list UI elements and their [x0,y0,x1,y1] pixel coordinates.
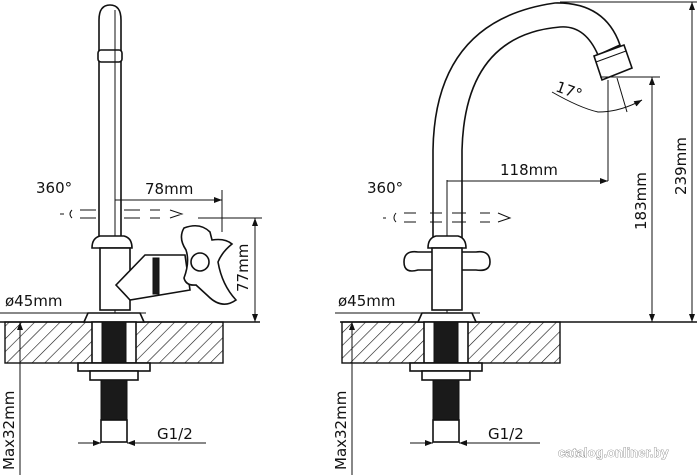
left-thread-label: G1/2 [157,425,193,443]
left-faucet: 78mm 77mm 360° ø45mm Max32mm G1/2 [0,4,262,475]
right-diameter-label: ø45mm [338,292,396,310]
right-reach-label: 118mm [500,161,558,179]
left-rotation-arrow [60,209,184,219]
left-diameter-label: ø45mm [5,292,63,310]
right-thread-label: G1/2 [488,425,524,443]
right-angle-arc [551,91,643,113]
left-height-label: 77mm [234,244,252,292]
right-rotation-arrow [383,212,512,223]
right-max-thickness-label: Max32mm [332,391,350,470]
right-rotation-label: 360° [367,179,403,197]
left-rotation-label: 360° [36,179,72,197]
left-reach-label: 78mm [145,180,193,198]
right-faucet: 118mm 183mm 239mm 17° 360° ø45mm Max32mm… [332,1,697,475]
left-pipe [98,4,122,246]
right-aerator [592,43,634,82]
right-angle-label: 17° [553,78,584,104]
left-max-thickness-label: Max32mm [0,391,18,470]
right-spout [432,2,621,241]
watermark: catalog.onliner.by [558,445,669,460]
right-total-height-label: 239mm [672,137,690,195]
right-spout-height-label: 183mm [632,172,650,230]
